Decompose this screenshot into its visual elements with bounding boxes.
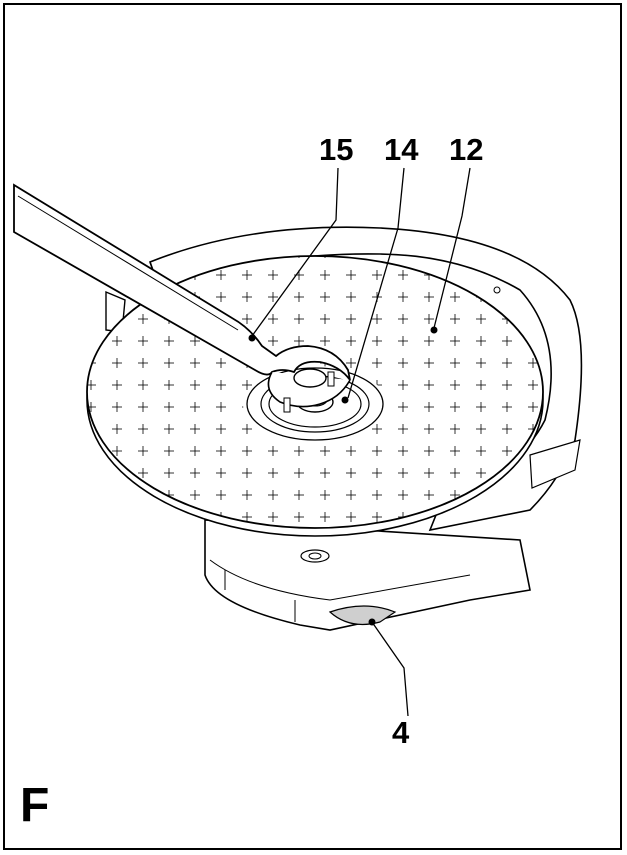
callout-15: 15 xyxy=(319,132,354,167)
callout-4: 4 xyxy=(392,715,410,750)
figure-letter: F xyxy=(20,779,50,832)
leader-lines xyxy=(248,167,471,717)
callout-14: 14 xyxy=(384,132,419,167)
leader-4 xyxy=(371,621,409,717)
leader-14 xyxy=(347,167,405,399)
callout-12: 12 xyxy=(449,132,484,167)
figure-frame xyxy=(3,3,622,850)
leader-15 xyxy=(251,167,339,337)
two-pin-spanner xyxy=(13,183,351,413)
motor-housing xyxy=(204,519,531,631)
leader-12 xyxy=(433,167,471,329)
